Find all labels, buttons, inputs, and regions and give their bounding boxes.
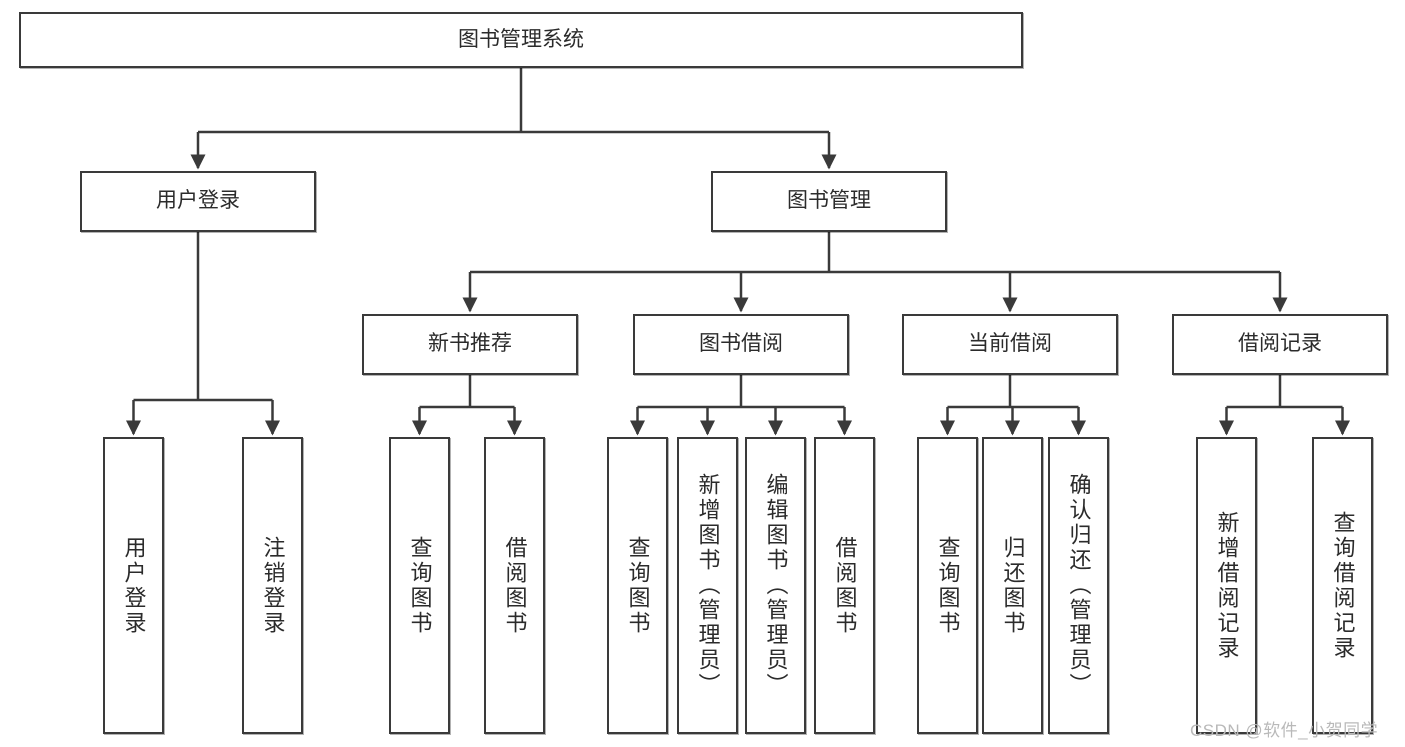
node-leaf-borrow-book[interactable]: 借阅图书 (814, 437, 875, 734)
node-label: 新书推荐 (428, 332, 512, 356)
node-label: 查询借阅记录 (1330, 510, 1356, 661)
node-label: 归还图书 (1000, 535, 1026, 636)
node-leaf-edit-book[interactable]: 编辑图书（管理员） (745, 437, 806, 734)
node-leaf-query-book-current[interactable]: 查询图书 (917, 437, 978, 734)
node-leaf-return-book[interactable]: 归还图书 (982, 437, 1043, 734)
node-leaf-query-book-rec[interactable]: 查询图书 (389, 437, 450, 734)
node-label: 借阅记录 (1238, 332, 1322, 356)
node-leaf-user-login[interactable]: 用户登录 (103, 437, 164, 734)
node-label: 编辑图书（管理员） (763, 473, 789, 698)
node-leaf-add-book[interactable]: 新增图书（管理员） (677, 437, 738, 734)
node-label: 借阅图书 (832, 535, 858, 636)
node-leaf-user-logout[interactable]: 注销登录 (242, 437, 303, 734)
node-leaf-add-borrow-record[interactable]: 新增借阅记录 (1196, 437, 1257, 734)
node-borrow-record[interactable]: 借阅记录 (1172, 314, 1388, 375)
node-label: 当前借阅 (968, 332, 1052, 356)
node-label: 新增借阅记录 (1214, 510, 1240, 661)
node-label: 查询图书 (935, 535, 961, 636)
node-label: 新增图书（管理员） (695, 473, 721, 698)
node-label: 注销登录 (260, 535, 286, 636)
node-user-login[interactable]: 用户登录 (80, 171, 316, 232)
node-label: 确认归还（管理员） (1066, 473, 1092, 698)
node-leaf-confirm-return[interactable]: 确认归还（管理员） (1048, 437, 1109, 734)
node-label: 借阅图书 (502, 535, 528, 636)
node-book-borrow[interactable]: 图书借阅 (633, 314, 849, 375)
node-leaf-borrow-book-rec[interactable]: 借阅图书 (484, 437, 545, 734)
node-label: 用户登录 (156, 189, 240, 213)
node-label: 查询图书 (407, 535, 433, 636)
node-current-borrow[interactable]: 当前借阅 (902, 314, 1118, 375)
node-label: 图书管理系统 (458, 27, 584, 51)
node-leaf-query-borrow-record[interactable]: 查询借阅记录 (1312, 437, 1373, 734)
node-leaf-query-book-borrow[interactable]: 查询图书 (607, 437, 668, 734)
node-label: 查询图书 (625, 535, 651, 636)
node-label: 图书管理 (787, 189, 871, 213)
node-book-manage[interactable]: 图书管理 (711, 171, 947, 232)
node-root-root[interactable]: 图书管理系统 (19, 12, 1023, 68)
csdn-watermark: CSDN @软件_小贺同学 (1190, 721, 1379, 740)
node-new-book-recommend[interactable]: 新书推荐 (362, 314, 578, 375)
node-label: 图书借阅 (699, 332, 783, 356)
node-label: 用户登录 (121, 535, 147, 636)
